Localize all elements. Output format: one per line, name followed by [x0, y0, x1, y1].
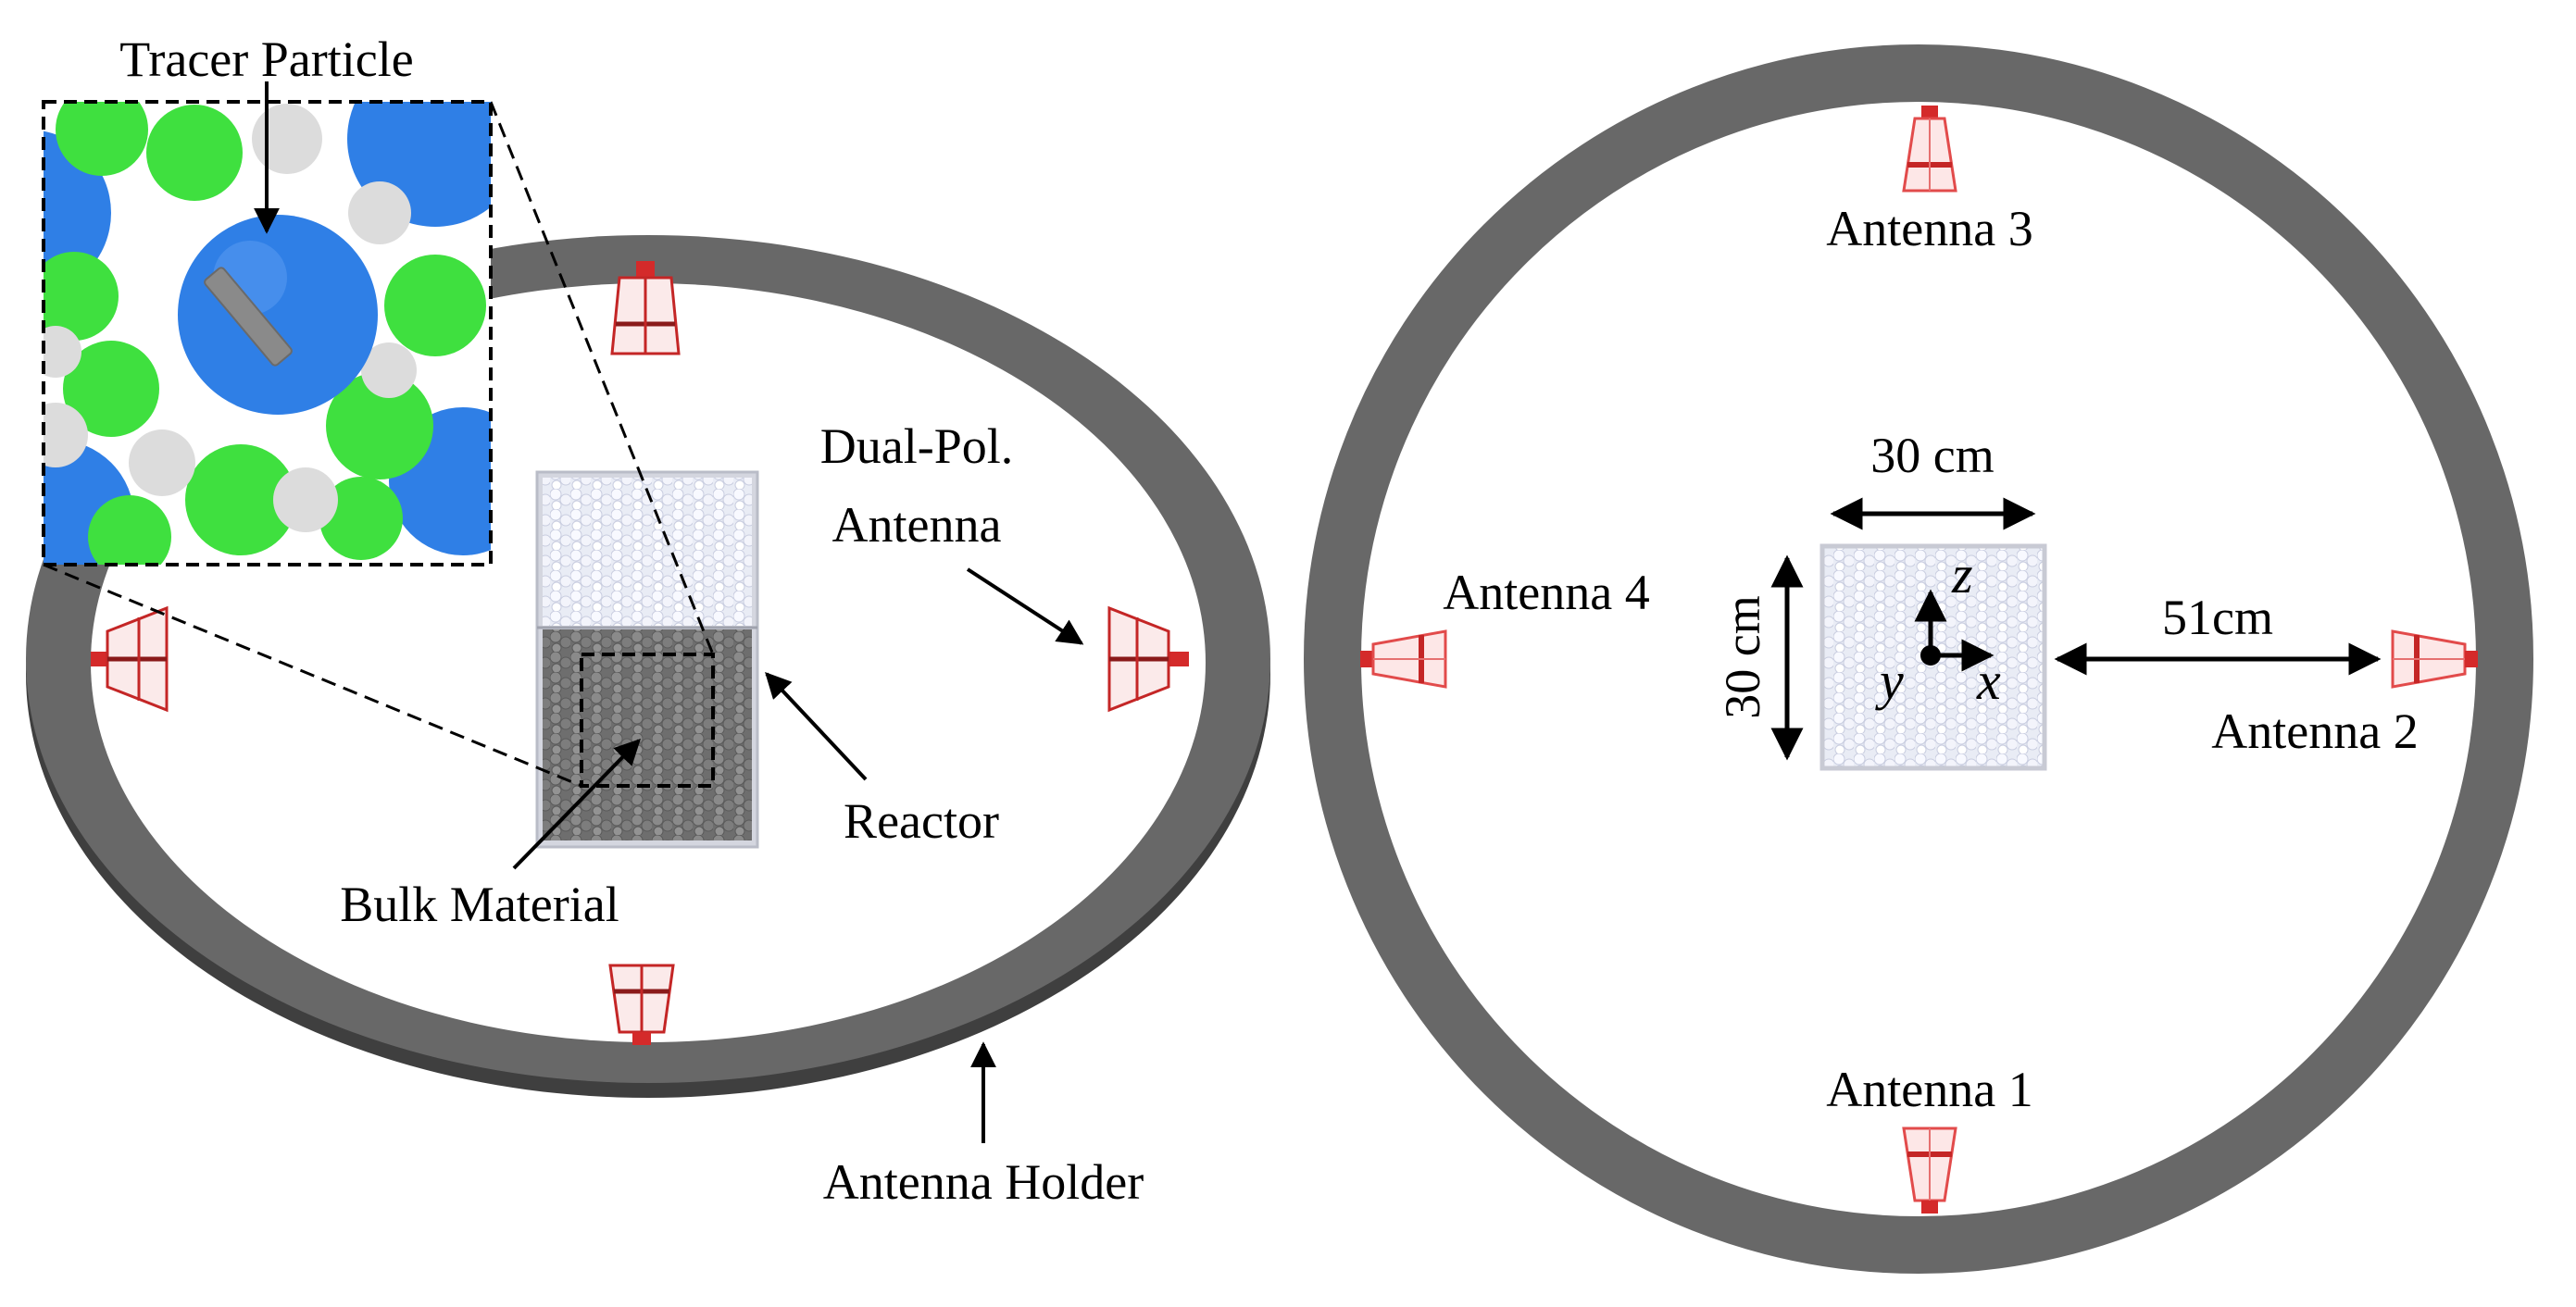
- antenna-left-persp-icon: [91, 605, 169, 713]
- antenna-bottom-persp-icon: [608, 964, 675, 1045]
- zoom-line-top: [489, 101, 715, 655]
- bulk-material-label: Bulk Material: [340, 877, 619, 932]
- antenna-right-persp-icon: [1107, 605, 1189, 713]
- reactor-label: Reactor: [844, 793, 999, 849]
- antenna-1-label: Antenna 1: [1826, 1062, 2032, 1117]
- distance-dimension-label: 51cm: [2162, 590, 2273, 645]
- zoom-region-box: [580, 653, 715, 788]
- axis-z-label: z: [1951, 544, 1973, 604]
- antenna-4-label: Antenna 4: [1443, 565, 1649, 620]
- coordinate-axes: [1914, 589, 1995, 672]
- antenna-2-icon: [2391, 629, 2478, 689]
- top-view: Antenna 3 Antenna 1 Antenna 4 Antenna 2 …: [1304, 44, 2533, 1274]
- antenna-3-icon: [1902, 106, 1957, 193]
- antenna-holder-label: Antenna Holder: [823, 1154, 1144, 1210]
- axis-y-label: y: [1875, 651, 1904, 711]
- antenna-4-icon: [1360, 629, 1447, 689]
- antenna-3-label: Antenna 3: [1826, 201, 2032, 256]
- antenna-2-label: Antenna 2: [2211, 703, 2418, 759]
- dual-pol-arrow: [966, 567, 1084, 645]
- reactor: [535, 470, 759, 849]
- dual-pol-label-line2: Antenna: [832, 497, 1002, 553]
- axis-x-label: x: [1976, 651, 2001, 711]
- antenna-top-persp-icon: [610, 261, 681, 355]
- bulk-material-arrow: [512, 738, 641, 870]
- height-dimension-label: 30 cm: [1715, 595, 1770, 718]
- antenna-1-icon: [1902, 1127, 1957, 1214]
- zoom-line-bottom: [43, 563, 582, 788]
- tracer-particle-label: Tracer Particle: [119, 31, 413, 87]
- width-dimension-label: 30 cm: [1870, 428, 1994, 483]
- antenna-holder-ring-top: [1304, 44, 2533, 1274]
- perspective-view: Tracer Particle Dual-Pol. Antenna Reacto…: [26, 31, 1270, 1210]
- dual-pol-label-line1: Dual-Pol.: [820, 418, 1014, 474]
- reactor-arrow: [765, 671, 868, 781]
